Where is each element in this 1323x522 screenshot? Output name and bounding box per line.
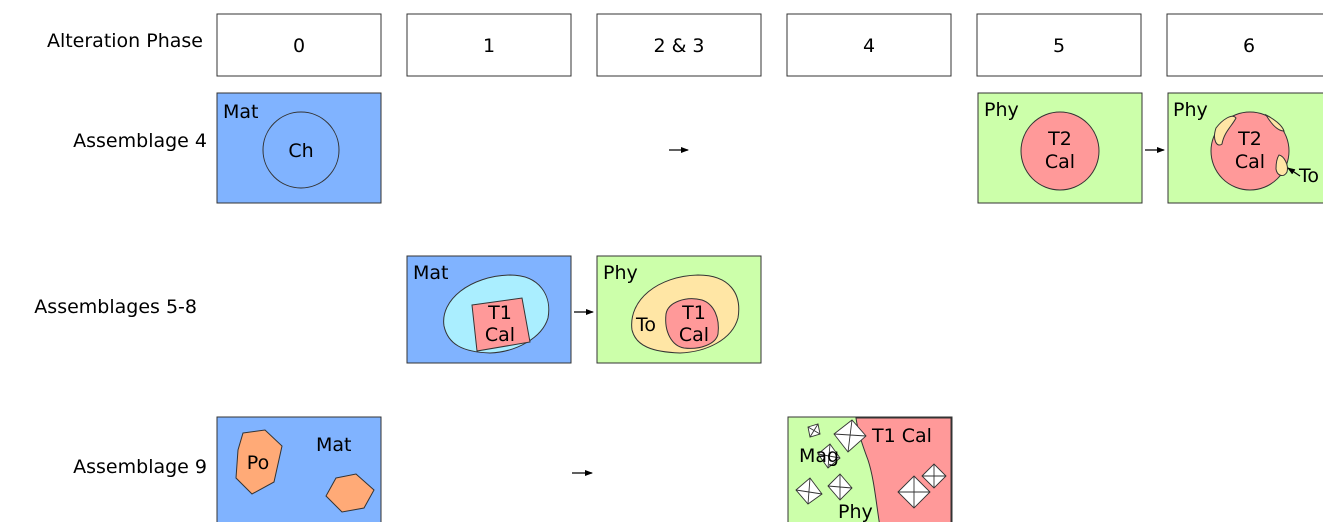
tochilinite-label: To	[635, 314, 656, 336]
magnetite-crystal	[807, 423, 821, 438]
matrix-label: Phy	[1173, 99, 1208, 121]
tochilinite-label: To	[1298, 165, 1319, 187]
matrix-label: Phy	[838, 501, 873, 522]
phase-header-4: 4	[786, 13, 952, 77]
row-label-assemblage-9: Assemblage 9	[73, 456, 207, 478]
matrix-label: Phy	[984, 99, 1019, 121]
phase-label-5: 5	[1053, 35, 1065, 57]
grain-label-line1: T2	[1237, 128, 1262, 150]
calcite-grain	[665, 298, 719, 349]
row-label-assemblage-4: Assemblage 4	[73, 130, 207, 152]
matrix-label: Mat	[413, 262, 449, 284]
calcite-label: T1 Cal	[871, 425, 932, 447]
panel-a9-phase4: Mag T1 Cal Phy	[787, 416, 953, 522]
matrix-label: Mat	[316, 434, 352, 456]
grain-label-line1: T1	[681, 302, 706, 324]
phase-header-5: 5	[976, 13, 1142, 77]
panel-a4-phase5: Phy T2 Cal	[977, 92, 1143, 204]
magnetite-crystal	[827, 473, 853, 501]
panel-a4-phase6: Phy T2 Cal To	[1167, 92, 1323, 204]
pyroxene-grain	[235, 429, 283, 495]
magnetite-crystal	[921, 463, 947, 489]
panel-a4-phase0: Mat Ch	[216, 92, 382, 204]
pyroxene-grain	[325, 473, 375, 513]
tochilinite-patch	[1264, 113, 1285, 132]
panel-a58-phase23: Phy To T1 Cal	[596, 255, 762, 364]
phase-label-4: 4	[863, 35, 875, 57]
pyroxene-label: Po	[247, 452, 269, 474]
chondrule-label: Ch	[288, 140, 313, 162]
header-row-label: Alteration Phase	[47, 30, 203, 52]
magnetite-crystal	[817, 443, 841, 469]
panel-a9-phase0: Po Mat	[216, 416, 382, 522]
phase-header-2-3: 2 & 3	[596, 13, 762, 77]
phase-label-6: 6	[1243, 35, 1255, 57]
magnetite-crystal	[795, 477, 823, 505]
magnetite-crystal	[897, 475, 931, 509]
magnetite-label: Mag	[799, 445, 839, 467]
phase-label-0: 0	[293, 35, 305, 57]
phase-header-0: 0	[216, 13, 382, 77]
phase-label-2-3: 2 & 3	[653, 35, 704, 57]
phase-header-6: 6	[1166, 13, 1323, 77]
tochilinite-patch	[1275, 154, 1288, 177]
grain-label-line1: T2	[1047, 128, 1072, 150]
magnetite-crystal	[833, 419, 867, 453]
grain-label-line1: T1	[487, 302, 512, 324]
chondrule-outline	[262, 111, 340, 189]
grain-label-line2: Cal	[679, 324, 709, 346]
phase-header-1: 1	[406, 13, 572, 77]
tochilinite-pointer	[1287, 167, 1301, 177]
tochilinite-patch	[1214, 115, 1237, 146]
grain-label-line2: Cal	[1045, 151, 1075, 173]
grain-label-line2: Cal	[485, 324, 515, 346]
matrix-label: Mat	[223, 101, 259, 123]
grain-label-line2: Cal	[1235, 151, 1265, 173]
calcite-grain	[1210, 111, 1290, 191]
phase-label-1: 1	[483, 35, 495, 57]
calcite-grain	[1020, 111, 1100, 191]
matrix-label: Phy	[603, 262, 638, 284]
calcite-grain	[471, 297, 531, 352]
panel-a58-phase1: Mat T1 Cal	[406, 255, 572, 364]
row-label-assemblages-5-8: Assemblages 5-8	[34, 296, 197, 318]
